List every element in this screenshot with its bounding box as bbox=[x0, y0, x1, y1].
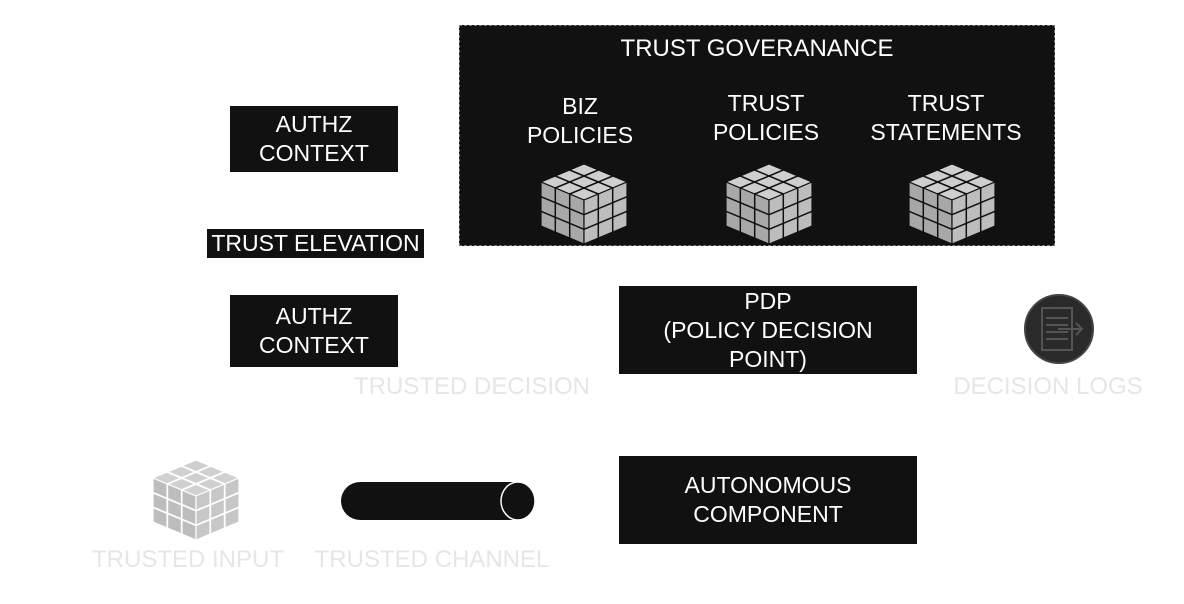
autonomous-component-box: AUTONOMOUS COMPONENT bbox=[619, 456, 917, 544]
governance-item-line1: TRUST bbox=[907, 90, 985, 116]
governance-item-line1: TRUST bbox=[727, 90, 805, 116]
governance-item-line1: BIZ bbox=[562, 93, 598, 119]
trusted-channel-label: TRUSTED CHANNEL bbox=[314, 546, 550, 573]
governance-item-line2: POLICIES bbox=[712, 119, 820, 145]
governance-item-trust-statements: TRUST STATEMENTS bbox=[856, 89, 1036, 244]
log-disc-icon bbox=[1024, 294, 1096, 366]
governance-item-line2: POLICIES bbox=[526, 122, 634, 148]
authz-context-line2: CONTEXT bbox=[259, 140, 369, 166]
authz-context-line1: AUTHZ bbox=[275, 111, 353, 137]
pdp-line1: PDP bbox=[744, 287, 792, 314]
pdp-line3: POINT) bbox=[729, 345, 807, 372]
cube-grid-icon bbox=[726, 164, 812, 244]
trusted-input-label: TRUSTED INPUT bbox=[92, 546, 284, 573]
authz-context-top: AUTHZ CONTEXT bbox=[230, 106, 398, 172]
trust-governance-panel: TRUST GOVERANANCE BIZ POLICIES bbox=[459, 25, 1055, 246]
pdp-box: PDP (POLICY DECISION POINT) bbox=[619, 286, 917, 374]
authz-context-line2: CONTEXT bbox=[259, 332, 369, 358]
autonomous-line2: COMPONENT bbox=[693, 501, 843, 527]
cube-grid-icon bbox=[541, 164, 627, 244]
cube-grid-icon bbox=[153, 460, 239, 540]
trust-governance-title: TRUST GOVERANANCE bbox=[620, 35, 894, 62]
governance-item-biz-policies: BIZ POLICIES bbox=[500, 92, 660, 244]
trust-elevation-label: TRUST ELEVATION bbox=[207, 229, 424, 258]
governance-item-trust-policies: TRUST POLICIES bbox=[686, 89, 846, 244]
trusted-decision-label: TRUSTED DECISION bbox=[353, 373, 590, 400]
pipe-icon bbox=[340, 480, 538, 522]
autonomous-line1: AUTONOMOUS bbox=[684, 472, 852, 498]
authz-context-bottom: AUTHZ CONTEXT bbox=[230, 295, 398, 367]
authz-context-line1: AUTHZ bbox=[275, 303, 353, 329]
pdp-line2: (POLICY DECISION bbox=[663, 316, 873, 343]
decision-logs-label: DECISION LOGS bbox=[953, 373, 1143, 400]
governance-item-line2: STATEMENTS bbox=[870, 119, 1022, 145]
cube-grid-icon bbox=[909, 164, 995, 244]
